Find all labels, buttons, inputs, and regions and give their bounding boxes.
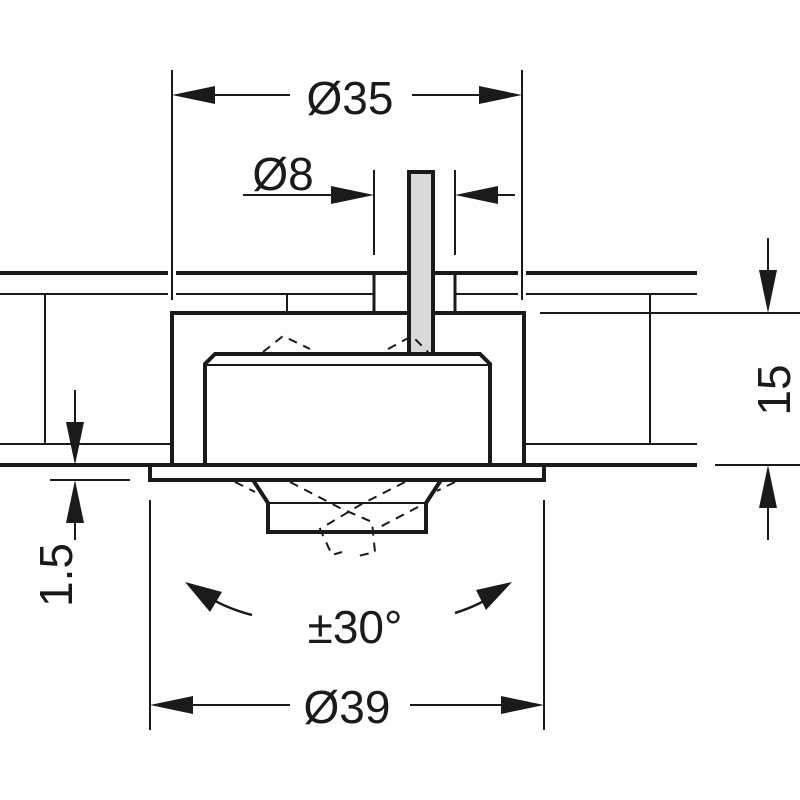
label-height: 15 [748,364,800,415]
dimension-d8 [243,170,515,255]
flange [148,463,546,482]
tilt-outline [234,334,456,557]
dimension-flange-1-5 [50,390,130,540]
swivel-arrows [185,582,512,617]
label-flange: 1.5 [30,543,82,607]
dimension-d35 [171,70,523,300]
lens [251,478,443,534]
label-d8: Ø8 [252,148,313,200]
label-swivel: ±30° [308,601,403,653]
cable [407,170,435,356]
panel-board [0,271,697,467]
label-d35: Ø35 [307,72,394,124]
insert-body [203,352,492,467]
label-d39: Ø39 [304,681,391,733]
dimension-height-15 [540,238,800,540]
dimension-d39 [149,500,545,730]
